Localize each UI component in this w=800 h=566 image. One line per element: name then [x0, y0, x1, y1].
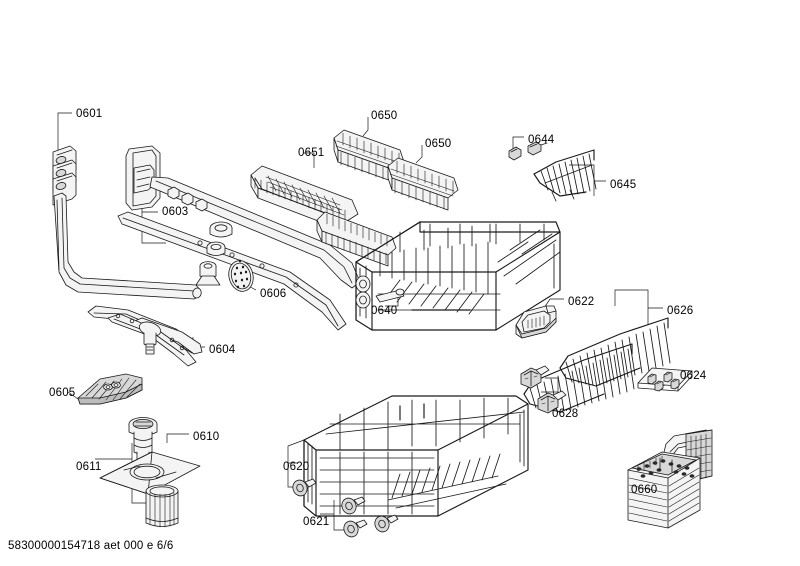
- part-0624-clip-holder-card: [637, 367, 693, 392]
- part-0651-cutlery-drawer: [250, 165, 397, 267]
- part-0603-upper-spray-arm: [117, 145, 361, 331]
- part-label-0622: 0622: [568, 296, 595, 308]
- part-label-0606: 0606: [260, 288, 287, 300]
- part-0644-small-clips: [508, 141, 548, 161]
- part-label-0611: 0611: [76, 461, 102, 473]
- part-0610-0611-filter-assembly: [99, 417, 201, 528]
- part-label-0604: 0604: [209, 344, 236, 356]
- part-label-0605: 0605: [49, 387, 76, 399]
- part-0604-lower-spray-arm: [87, 305, 203, 367]
- part-label-0603: 0603: [162, 206, 189, 218]
- part-label-0644: 0644: [528, 134, 555, 146]
- part-0622-handle-cover: [515, 305, 557, 339]
- part-0601-water-supply-pipe: [52, 145, 202, 300]
- part-label-0640: 0640: [371, 305, 398, 317]
- part-label-0651: 0651: [298, 147, 325, 159]
- part-label-0660: 0660: [631, 484, 658, 496]
- leader-lines: [57, 112, 676, 531]
- part-label-0624: 0624: [680, 370, 707, 382]
- part-0621-basket-rollers: [292, 478, 399, 538]
- part-label-0650-left: 0650: [371, 110, 398, 122]
- part-0660-cutlery-basket: [627, 429, 713, 529]
- part-label-0628: 0628: [552, 408, 579, 420]
- part-0645-folding-plate-rack: [533, 149, 597, 202]
- part-label-0626: 0626: [667, 305, 694, 317]
- part-0628-rack-clips: [520, 365, 567, 414]
- part-label-0650-right: 0650: [425, 138, 452, 150]
- part-label-0610: 0610: [193, 431, 220, 443]
- part-0620-lower-basket: [292, 395, 529, 538]
- part-label-0621: 0621: [303, 516, 330, 528]
- document-footer: 58300000154718 aet 000 e 6/6: [8, 540, 174, 552]
- part-0606-perforated-disc: [228, 259, 254, 292]
- part-label-0620: 0620: [283, 461, 310, 473]
- part-label-0601: 0601: [76, 108, 103, 120]
- part-0650-grid-inserts: [333, 129, 459, 211]
- part-0605-coarse-filter: [77, 373, 143, 405]
- part-label-0645: 0645: [610, 179, 637, 191]
- part-0640-upper-basket: [355, 221, 561, 331]
